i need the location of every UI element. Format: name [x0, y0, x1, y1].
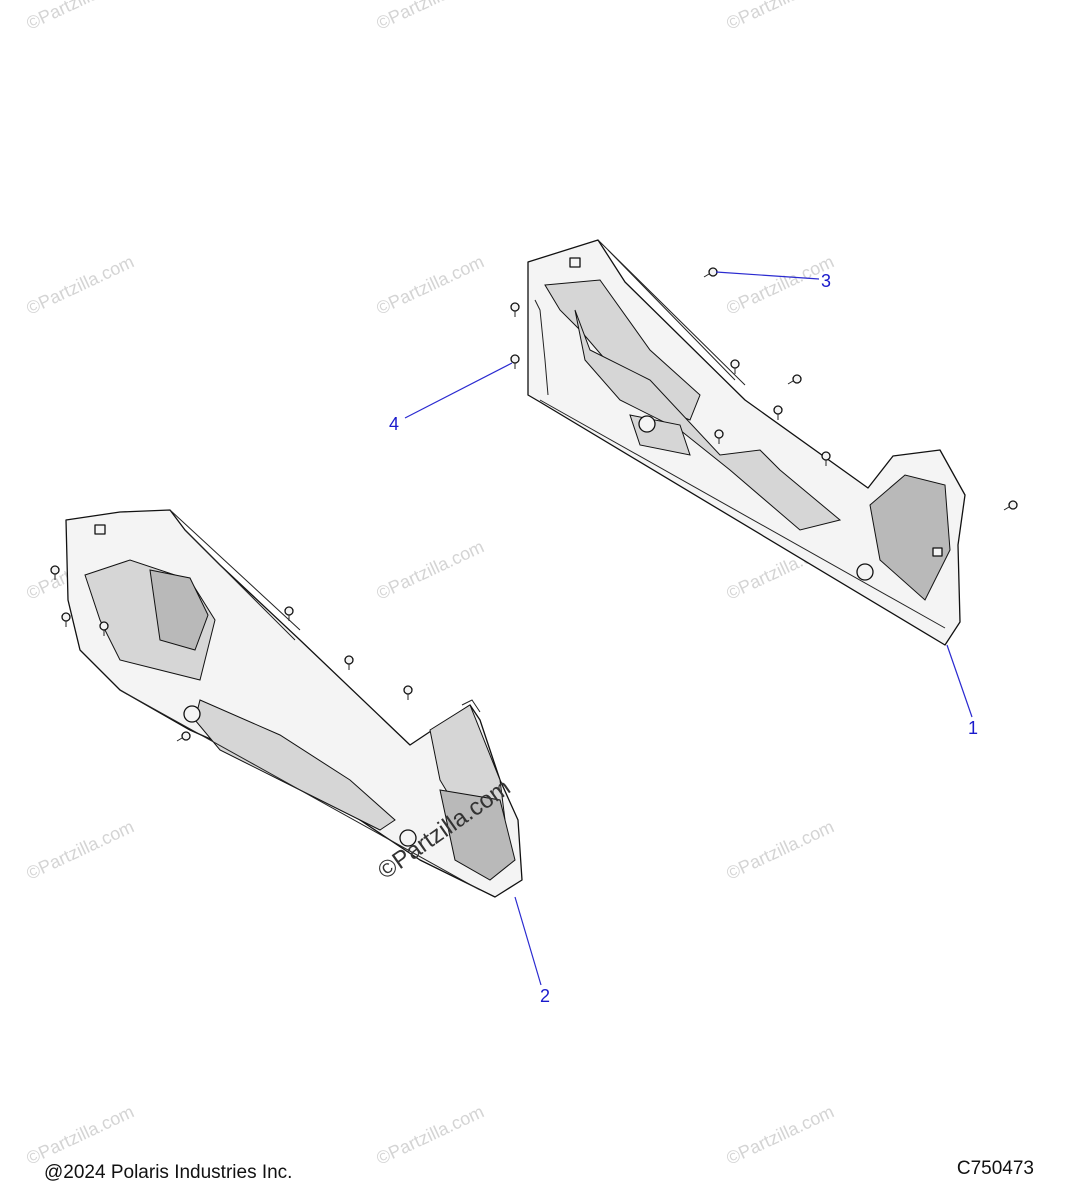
- part-1-rocker-panel[interactable]: [527, 239, 966, 646]
- screw-icon: [510, 354, 520, 369]
- screw-icon: [714, 429, 724, 444]
- watermark: ©Partzilla.com: [373, 1101, 487, 1168]
- fasteners-part-2: [50, 565, 413, 742]
- callout-4[interactable]: 4: [389, 414, 399, 434]
- screw-icon: [61, 612, 71, 627]
- leader-line-4: [404, 362, 513, 419]
- watermark: ©Partzilla.com: [23, 251, 137, 318]
- watermark: ©Partzilla.com: [723, 1101, 837, 1168]
- screw-icon: [510, 302, 520, 317]
- drawing-id: C750473: [956, 1158, 1034, 1179]
- watermark: ©Partzilla.com: [23, 0, 137, 34]
- screw-icon: [344, 655, 354, 670]
- leader-line-1: [946, 644, 973, 718]
- screw-icon: [176, 731, 191, 742]
- callouts: 1 2 3 4: [389, 271, 978, 1006]
- watermark: ©Partzilla.com: [23, 1101, 137, 1168]
- screw-icon: [284, 606, 294, 621]
- screw-icon: [730, 359, 740, 374]
- copyright-notice: @2024 Polaris Industries Inc.: [44, 1162, 293, 1183]
- watermark: ©Partzilla.com: [373, 536, 487, 603]
- leader-line-3: [715, 271, 820, 280]
- screw-icon: [821, 451, 831, 466]
- screw-icon: [773, 405, 783, 420]
- watermark: ©Partzilla.com: [723, 251, 837, 318]
- callout-2[interactable]: 2: [540, 986, 550, 1006]
- screw-icon: [50, 565, 60, 580]
- watermark: ©Partzilla.com: [373, 251, 487, 318]
- screw-icon: [99, 621, 109, 636]
- watermark: ©Partzilla.com: [723, 0, 837, 34]
- screw-icon: [787, 374, 802, 385]
- screw-icon: [703, 267, 718, 278]
- leader-lines: [404, 271, 973, 986]
- callout-3[interactable]: 3: [821, 271, 831, 291]
- watermark: ©Partzilla.com: [23, 816, 137, 883]
- screw-icon: [403, 685, 413, 700]
- fasteners-part-1: [510, 267, 1018, 511]
- screw-icon: [1003, 500, 1018, 511]
- watermark: ©Partzilla.com: [373, 0, 487, 34]
- watermark: ©Partzilla.com: [723, 816, 837, 883]
- leader-line-2: [514, 896, 542, 986]
- part-2-rocker-panel[interactable]: [65, 509, 523, 898]
- callout-1[interactable]: 1: [968, 718, 978, 738]
